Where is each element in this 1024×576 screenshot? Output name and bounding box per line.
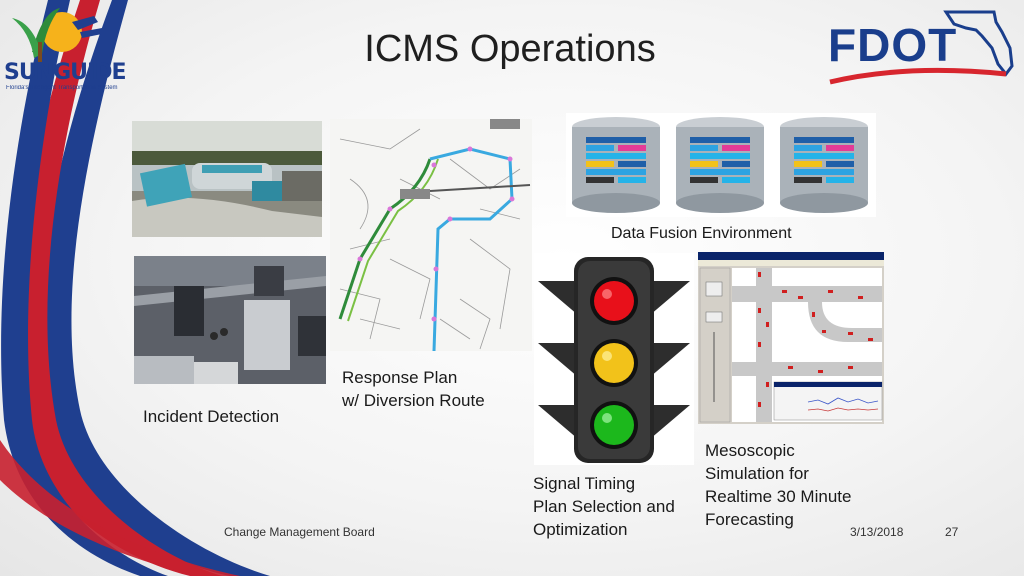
mesoscopic-caption-line4: Forecasting bbox=[705, 510, 794, 529]
incident-photo bbox=[132, 121, 322, 237]
page-title: ICMS Operations bbox=[364, 28, 656, 70]
response-plan-caption-line2: w/ Diversion Route bbox=[342, 391, 485, 410]
mesoscopic-caption-line3: Realtime 30 Minute bbox=[705, 487, 852, 506]
mesoscopic-caption-line1: Mesoscopic bbox=[705, 441, 795, 460]
footer-date: 3/13/2018 bbox=[850, 525, 904, 539]
sunguide-logo-tagline: Florida's Intelligent Transportation Sys… bbox=[6, 85, 118, 91]
fdot-logo: FDOT bbox=[826, 8, 1016, 88]
footer-left-text: Change Management Board bbox=[224, 525, 375, 539]
incident-detection-photo bbox=[134, 256, 326, 384]
sunguide-logo-name: SUNGUIDE bbox=[4, 60, 127, 85]
response-plan-caption-line1: Response Plan bbox=[342, 368, 458, 387]
data-fusion-databases bbox=[566, 113, 876, 217]
mesoscopic-simulation-screenshot bbox=[698, 252, 884, 424]
signal-timing-caption-line2: Plan Selection and bbox=[533, 497, 675, 516]
fdot-logo-name: FDOT bbox=[828, 19, 958, 71]
sunguide-logo: SUNGUIDE Florida's Intelligent Transport… bbox=[2, 2, 127, 98]
page-number: 27 bbox=[945, 525, 959, 539]
diversion-route-map bbox=[330, 119, 532, 351]
signal-timing-caption-line3: Optimization bbox=[533, 520, 628, 539]
incident-detection-caption: Incident Detection bbox=[143, 407, 280, 426]
signal-timing-caption-line1: Signal Timing bbox=[533, 474, 636, 493]
traffic-signal-illustration bbox=[534, 253, 694, 465]
mesoscopic-caption-line2: Simulation for bbox=[705, 464, 809, 483]
data-fusion-caption: Data Fusion Environment bbox=[611, 225, 792, 242]
